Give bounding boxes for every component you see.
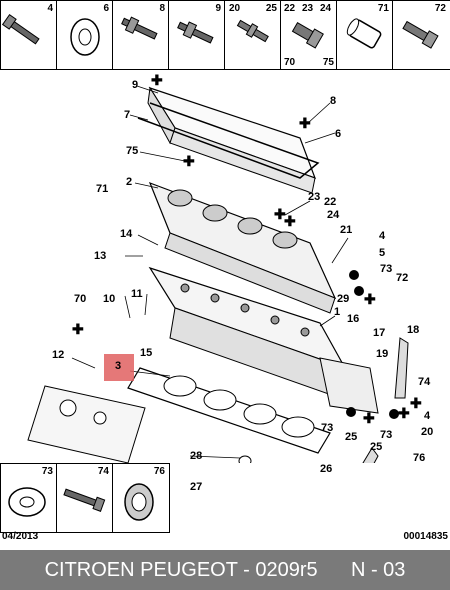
callout-7[interactable]: 7: [124, 109, 131, 121]
callout-12[interactable]: 12: [52, 349, 65, 361]
callout-75[interactable]: 75: [126, 145, 139, 157]
part-cell-6[interactable]: 6: [56, 0, 114, 70]
rocker-cover: [137, 86, 320, 194]
callout-13[interactable]: 13: [94, 250, 107, 262]
callout-6[interactable]: 6: [335, 128, 342, 140]
callout-19[interactable]: 19: [376, 348, 389, 360]
o-rings: [346, 270, 399, 419]
callout-24[interactable]: 24: [327, 209, 340, 221]
svg-text:✚: ✚: [284, 213, 296, 229]
replace-markers: ✚ ✚ ✚ ✚ ✚ ✚ ✚ ✚ ✚ ✚: [72, 72, 422, 426]
callout-23[interactable]: 23: [308, 191, 321, 203]
callout-76[interactable]: 76: [413, 452, 426, 464]
plug-28: [238, 455, 252, 463]
stud-bolt-icon: [121, 16, 158, 40]
bracket-26: [362, 447, 379, 463]
part-cell-71[interactable]: 71: [336, 0, 394, 70]
callout-73[interactable]: 73: [380, 263, 393, 275]
ref-label: 00014835: [403, 531, 449, 542]
nut-icon: [291, 21, 324, 49]
camshaft-carrier: [148, 181, 337, 314]
svg-text:✚: ✚: [363, 410, 375, 426]
part-cell-8[interactable]: 8: [112, 0, 170, 70]
date-label: 04/2013: [2, 531, 39, 542]
washer-icon: [70, 18, 100, 56]
part-cell-22-23-24[interactable]: 22 23 24 70 75: [280, 0, 338, 70]
callout-70[interactable]: 70: [74, 293, 87, 305]
callout-2[interactable]: 2: [126, 176, 133, 188]
callout-25[interactable]: 25: [345, 431, 358, 443]
svg-text:✚: ✚: [299, 115, 311, 131]
svg-text:✚: ✚: [274, 206, 286, 222]
svg-text:✚: ✚: [398, 405, 410, 421]
callout-25-b[interactable]: 25: [370, 441, 383, 453]
callout-10[interactable]: 10: [103, 293, 116, 305]
exploded-view: ✚ ✚ ✚ ✚ ✚ ✚ ✚ ✚ ✚ ✚: [27, 72, 422, 463]
screw-icon: [402, 20, 439, 49]
callout-20[interactable]: 20: [421, 426, 434, 438]
bush-icon: [124, 483, 154, 521]
svg-text:✚: ✚: [183, 153, 195, 169]
highlight-box: [104, 354, 134, 381]
callout-15[interactable]: 15: [140, 347, 153, 359]
part-cell-20-25[interactable]: 20 25: [224, 0, 282, 70]
callout-21[interactable]: 21: [340, 224, 353, 236]
callout-29[interactable]: 29: [337, 293, 350, 305]
gasket-set: [27, 385, 146, 463]
stud-icon: [236, 19, 269, 43]
part-cell-74[interactable]: 74: [56, 463, 114, 533]
plug-icon: [346, 18, 382, 49]
part-cell-4[interactable]: 4: [0, 0, 58, 70]
part-cell-9[interactable]: 9: [168, 0, 226, 70]
svg-text:✚: ✚: [151, 72, 163, 88]
callout-9[interactable]: 9: [132, 79, 139, 91]
part-cell-73[interactable]: 73: [0, 463, 58, 533]
part-cell-76[interactable]: 76: [112, 463, 170, 533]
callout-4[interactable]: 4: [379, 230, 386, 242]
part-cell-72[interactable]: 72: [392, 0, 450, 70]
footer-bar: CITROEN PEUGEOT - 0209r5 N - 03: [0, 550, 450, 590]
head-gasket: [127, 367, 331, 454]
callout-16[interactable]: 16: [347, 313, 360, 325]
cylinder-head: [148, 266, 347, 399]
callout-14[interactable]: 14: [120, 228, 133, 240]
callout-18[interactable]: 18: [407, 324, 420, 336]
bolt-icon: [1, 13, 40, 45]
footer-text: CITROEN PEUGEOT - 0209r5 N - 03: [44, 558, 406, 581]
stud-bolt-icon: [177, 21, 214, 44]
callout-71[interactable]: 71: [96, 183, 109, 195]
callout-8[interactable]: 8: [330, 95, 337, 107]
callout-11[interactable]: 11: [131, 288, 143, 300]
callout-74[interactable]: 74: [418, 376, 431, 388]
bolt-icon: [63, 488, 106, 512]
callout-74-b[interactable]: 4: [424, 410, 431, 422]
callout-17[interactable]: 17: [373, 327, 386, 339]
callout-27[interactable]: 27: [190, 481, 203, 493]
callout-73-b[interactable]: 73: [321, 422, 334, 434]
callout-26[interactable]: 26: [320, 463, 333, 475]
svg-text:✚: ✚: [72, 321, 84, 337]
callout-72[interactable]: 72: [396, 272, 409, 284]
callout-1[interactable]: 1: [334, 306, 341, 318]
parts-diagram: 4 6 8 9 20 25 22 23 24 70 75 71: [0, 0, 450, 542]
callout-22[interactable]: 22: [324, 196, 337, 208]
svg-text:✚: ✚: [364, 291, 376, 307]
washer-icon: [8, 487, 46, 517]
callout-3[interactable]: 3: [115, 360, 122, 372]
svg-text:✚: ✚: [410, 395, 422, 411]
callout-5[interactable]: 5: [379, 247, 386, 259]
thermostat-housing: [319, 337, 409, 414]
callout-73-c[interactable]: 73: [380, 429, 393, 441]
callout-28[interactable]: 28: [190, 450, 203, 462]
